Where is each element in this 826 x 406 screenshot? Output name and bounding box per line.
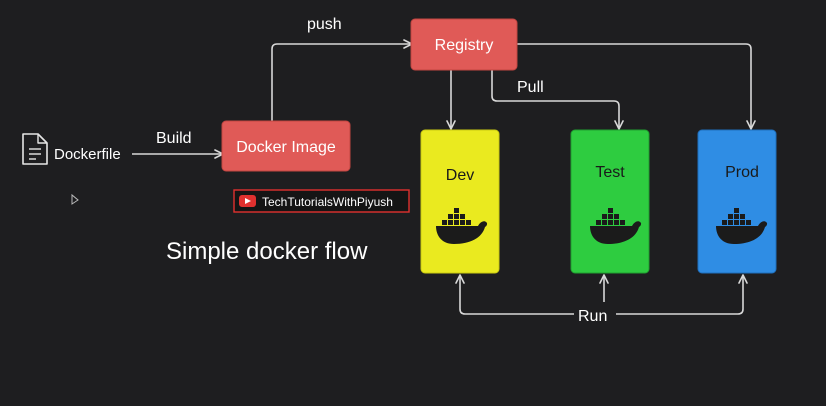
docker-image-node: Docker Image [221,120,351,172]
prod-label: Prod [725,164,759,181]
registry-to-test-arrow [491,70,624,130]
dev-box [420,129,500,274]
watermark-text: TechTutorialsWithPiyush [262,195,393,209]
test-node: Test [570,129,650,274]
youtube-icon [239,195,256,207]
mouse-cursor-icon [71,193,79,205]
run-to-prod-arrow [616,274,748,315]
dockerfile-node: Dockerfile [22,133,121,165]
registry-box [410,18,518,71]
registry-to-prod-arrow [517,43,756,130]
diagram-caption: Simple docker flow [166,238,368,265]
prod-node: Prod [697,129,777,274]
test-box [570,129,650,274]
docker-image-box [221,120,351,172]
dev-node: Dev [420,129,500,274]
document-icon [22,133,48,165]
push-arrow [271,39,413,122]
run-label: Run [578,308,607,325]
channel-watermark: TechTutorialsWithPiyush [233,189,410,213]
dev-label: Dev [446,167,474,184]
build-label: Build [156,130,192,147]
dockerfile-label: Dockerfile [54,146,121,163]
run-to-dev-arrow [455,274,574,315]
docker-image-label: Docker Image [236,139,336,156]
watermark-box [233,189,410,213]
push-label: push [307,16,342,33]
registry-label: Registry [435,37,494,54]
registry-node: Registry [410,18,518,71]
pull-label: Pull [517,79,544,96]
test-label: Test [595,164,625,181]
prod-box [697,129,777,274]
